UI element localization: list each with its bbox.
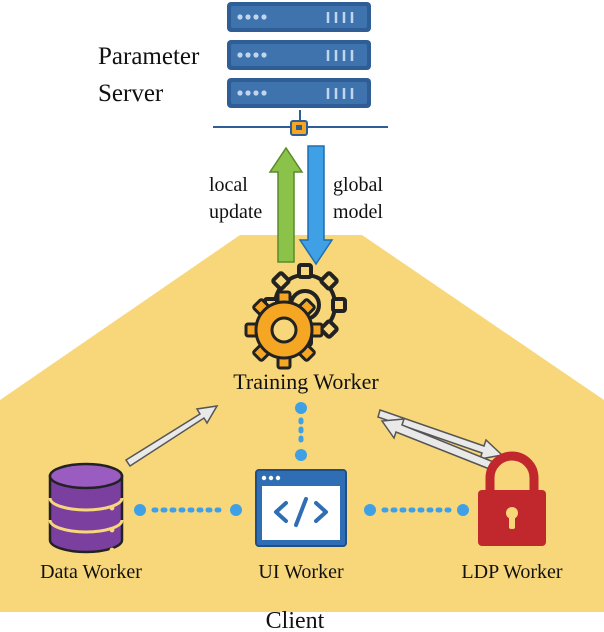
local-label-line1: local [209, 174, 248, 196]
database-icon [48, 462, 124, 554]
padlock-icon [478, 451, 546, 546]
ui-ldp-link [364, 504, 469, 516]
local-label-line2: update [209, 201, 262, 223]
server-label-line1: Parameter [98, 43, 200, 70]
code-window-icon [255, 469, 347, 547]
global-label-line2: model [333, 201, 383, 223]
local-update-arrow [268, 146, 304, 263]
client-label: Client [266, 608, 325, 632]
data-worker-label: Data Worker [40, 561, 142, 583]
global-label-line1: global [333, 174, 383, 196]
gears-icon [244, 263, 347, 370]
ldp-to-training-arrow [380, 418, 498, 471]
data-ui-link [134, 504, 242, 516]
ui-worker-label: UI Worker [258, 561, 344, 583]
global-model-arrow [298, 145, 334, 266]
server-rack-icon [213, 2, 388, 136]
data-to-training-arrow [124, 405, 219, 468]
server-label-line2: Server [98, 80, 164, 107]
training-ui-link [295, 402, 307, 461]
ldp-worker-label: LDP Worker [461, 561, 562, 583]
training-worker-label: Training Worker [233, 369, 379, 394]
